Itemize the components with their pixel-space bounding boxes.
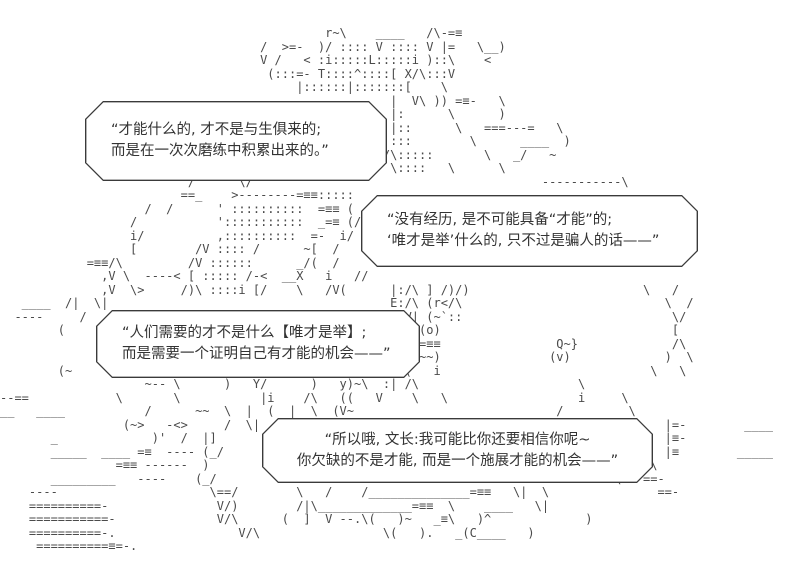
- speech-bubble-4: “所以哦, 文长:我可能比你还要相信你呢~ 你欠缺的不是才能, 而是一个施展才能…: [262, 418, 653, 483]
- speech-bubble-4-line-2: 你欠缺的不是才能, 而是一个施展才能的机会——”: [296, 452, 619, 469]
- speech-bubble-1-text: “才能什么的, 才不是与生俱来的; 而是在一次次磨练中积累出来的。”: [85, 101, 387, 181]
- speech-bubble-3-line-2: 而是需要一个证明自己有才能的机会——”: [122, 346, 391, 362]
- speech-bubble-1-line-1: “才能什么的, 才不是与生俱来的;: [111, 122, 322, 138]
- speech-bubble-2-fill: [362, 196, 696, 265]
- speech-bubble-2-line-2: ‘唯才是举’什么的, 只不过是骗人的话——”: [387, 233, 660, 249]
- speech-bubble-2: “没有经历, 是不可能具备“才能”的; ‘唯才是举’什么的, 只不过是骗人的话—…: [361, 195, 698, 267]
- speech-bubble-4-fill: [263, 419, 651, 481]
- speech-bubble-1-line-2: 而是在一次次磨练中积累出来的。”: [111, 143, 329, 159]
- speech-bubble-3: “人们需要的才不是什么【唯才是举】; 而是需要一个证明自己有才能的机会——”: [96, 310, 420, 378]
- speech-bubble-3-fill: [97, 311, 418, 376]
- speech-bubble-2-text: “没有经历, 是不可能具备“才能”的; ‘唯才是举’什么的, 只不过是骗人的话—…: [361, 195, 698, 267]
- speech-bubble-4-text: “所以哦, 文长:我可能比你还要相信你呢~ 你欠缺的不是才能, 而是一个施展才能…: [262, 418, 653, 483]
- speech-bubble-3-text: “人们需要的才不是什么【唯才是举】; 而是需要一个证明自己有才能的机会——”: [96, 310, 420, 378]
- speech-bubble-4-line-1: “所以哦, 文长:我可能比你还要相信你呢~: [324, 431, 591, 448]
- speech-bubble-1-fill: [86, 102, 385, 179]
- speech-bubble-1: “才能什么的, 才不是与生俱来的; 而是在一次次磨练中积累出来的。”: [85, 101, 387, 181]
- ascii-art: r~\ ____ /\-=≡ / >=- )/ :::: V :::: V |=…: [0, 26, 774, 553]
- speech-bubble-2-line-1: “没有经历, 是不可能具备“才能”的;: [387, 212, 613, 228]
- speech-bubble-3-line-1: “人们需要的才不是什么【唯才是举】;: [122, 325, 367, 341]
